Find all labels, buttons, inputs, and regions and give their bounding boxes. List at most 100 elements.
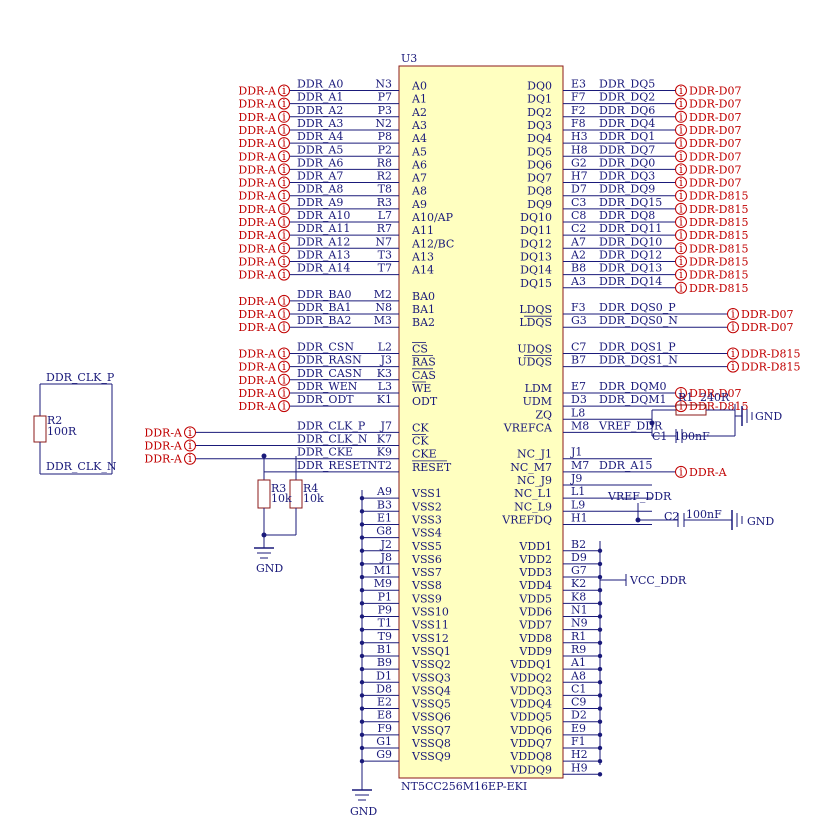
port-glyph: i — [679, 189, 683, 202]
port-label: DDR-A — [238, 321, 277, 334]
pin-name: DQ9 — [527, 198, 552, 211]
pin-name: VSS12 — [411, 632, 449, 645]
port-icon — [278, 321, 290, 334]
net-label: DDR_DQ10 — [599, 235, 662, 248]
port-glyph: i — [679, 465, 683, 478]
pin-number: N2 — [375, 117, 392, 130]
pin-number: B1 — [377, 643, 392, 656]
port-label: DDR-D07 — [689, 163, 741, 176]
net-label: DDR_WEN — [297, 380, 358, 393]
pin-name: VDDQ2 — [509, 671, 552, 684]
pin-name: UDQS — [517, 356, 552, 369]
port-label: DDR-A — [238, 124, 277, 137]
port-glyph: i — [731, 308, 735, 321]
port-glyph: i — [679, 268, 683, 281]
net-label: DDR_A1 — [297, 91, 343, 104]
port-icon — [675, 163, 687, 176]
clock-termination: DDR_CLK_P DDR_CLK_N R2 100R — [33, 371, 117, 475]
net-label: DDR_A14 — [297, 262, 350, 275]
pin-number: C3 — [571, 196, 586, 209]
pin-name: A13 — [411, 250, 434, 263]
net-label: DDR_A6 — [297, 156, 343, 169]
pin-name: VSS11 — [411, 619, 449, 632]
pin-name: VSS8 — [411, 579, 442, 592]
port-label: DDR-D815 — [741, 361, 800, 374]
pin-number: P9 — [378, 604, 392, 617]
port-icon — [675, 255, 687, 268]
port-glyph: i — [282, 163, 286, 176]
pin-number: N9 — [571, 617, 588, 630]
pin-name: DQ8 — [527, 185, 552, 198]
net-label: DDR_DQ13 — [599, 262, 662, 275]
pin-name: VSSQ9 — [411, 750, 451, 763]
pin-number: K9 — [377, 446, 392, 459]
port-glyph: i — [282, 110, 286, 123]
r2-value: 100R — [47, 425, 77, 438]
pin-number: E7 — [571, 380, 586, 393]
port-icon — [675, 123, 687, 136]
pin-number: F9 — [377, 722, 392, 735]
port-glyph: i — [188, 426, 192, 439]
pin-number: K1 — [377, 393, 392, 406]
pin-number: P1 — [378, 590, 392, 603]
pin-number: R2 — [377, 170, 392, 183]
pin-name: NC_L9 — [514, 500, 552, 513]
pin-number: N8 — [375, 301, 392, 314]
port-glyph: i — [282, 321, 286, 334]
port-label: DDR-D815 — [689, 255, 748, 268]
port-icon — [675, 176, 687, 189]
port-glyph: i — [679, 123, 683, 136]
port-glyph: i — [282, 150, 286, 163]
net-label: DDR_A8 — [297, 183, 343, 196]
net-label: DDR_DQ5 — [599, 78, 655, 91]
port-glyph: i — [188, 452, 192, 465]
pin-number: J3 — [380, 354, 392, 367]
port-label: DDR-A — [238, 387, 277, 400]
pin-number: K2 — [571, 577, 586, 590]
pin-number: H2 — [571, 748, 588, 761]
port-icon — [727, 347, 739, 360]
pin-number: B2 — [571, 538, 586, 551]
vdd-net-label: VCC_DDR — [629, 574, 687, 587]
clk-p-label: DDR_CLK_P — [46, 371, 115, 384]
port-label: DDR-A — [238, 361, 277, 374]
net-label: DDR_DQ14 — [599, 275, 662, 288]
net-label: DDR_DQ15 — [599, 196, 662, 209]
net-label: VREF_DDR — [598, 419, 663, 432]
pin-number: H3 — [571, 130, 588, 143]
pin-name: BA1 — [412, 303, 435, 316]
port-glyph: i — [679, 150, 683, 163]
port-glyph: i — [188, 439, 192, 452]
net-label: DDR_A11 — [297, 222, 350, 235]
pin-name: A8 — [411, 185, 427, 198]
port-label: DDR-D07 — [689, 85, 741, 98]
pin-number: R8 — [377, 156, 392, 169]
pin-name: VDDQ3 — [509, 684, 552, 697]
pin-number: G2 — [571, 156, 587, 169]
pin-name: CK — [412, 421, 429, 434]
pin-number: A3 — [570, 275, 586, 288]
pin-name: CS — [412, 343, 428, 356]
port-glyph: i — [731, 321, 735, 334]
port-label: DDR-D815 — [689, 203, 748, 216]
net-label: DDR_BA1 — [297, 301, 351, 314]
